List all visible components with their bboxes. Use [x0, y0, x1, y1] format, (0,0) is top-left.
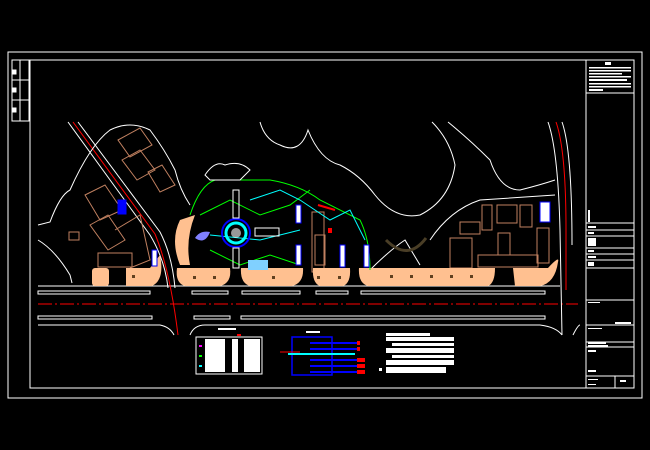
legend-table — [195, 328, 263, 375]
buildings — [68, 127, 550, 273]
parking-spaces — [117, 199, 551, 268]
terrain-contours — [37, 121, 556, 284]
plaza-strips — [92, 215, 559, 286]
pipe-legend — [280, 331, 365, 376]
design-notes — [379, 333, 454, 373]
binding-strip — [11, 59, 30, 122]
outer-frame — [7, 51, 643, 399]
main-road — [37, 285, 581, 336]
plaza-markers — [132, 275, 473, 279]
title-block — [585, 59, 635, 389]
diagonal-road — [67, 121, 573, 336]
central-park — [189, 162, 428, 271]
